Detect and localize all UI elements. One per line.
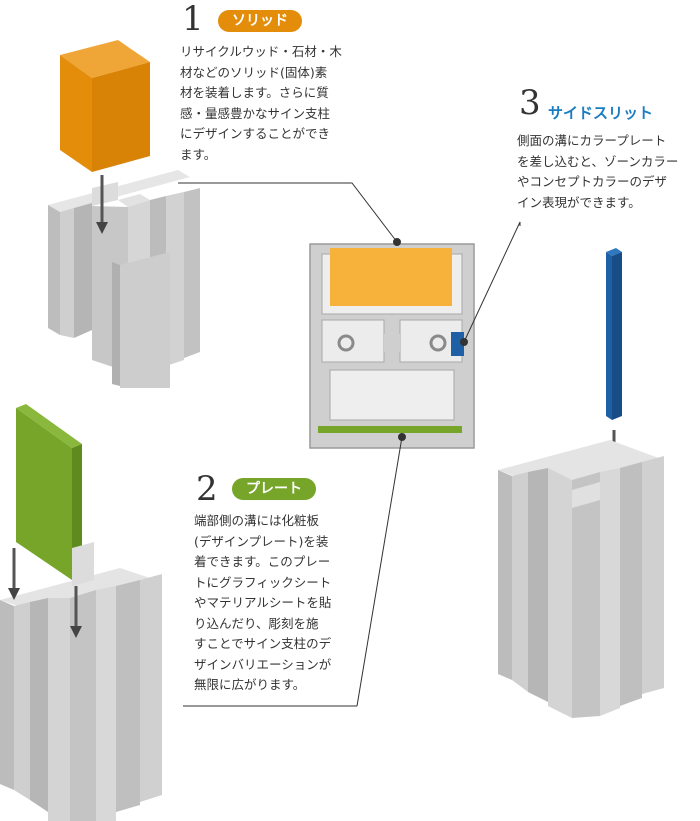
section-2-badge: プレート <box>232 478 316 500</box>
section-2-description: 端部側の溝には化粧板 (デザインプレート)を装 着できます。このプレー トにグラ… <box>194 513 332 692</box>
section-3-title: サイドスリット <box>548 104 654 122</box>
post-solid-illustration <box>48 170 200 388</box>
section-2-number: 2 <box>196 469 218 509</box>
section-3-number: 3 <box>519 83 541 123</box>
profile-cross-section <box>309 243 475 449</box>
section-1-description: リサイクルウッド・石材・木 材などのソリッド(固体)素 材を装着します。さらに質… <box>180 44 342 162</box>
color-slit-plate-illustration <box>606 248 622 476</box>
section-1-badge: ソリッド <box>218 10 302 32</box>
section-3-description: 側面の溝にカラープレート を差し込むと、ゾーンカラー やコンセプトカラーのデザ … <box>517 133 679 210</box>
leader-lines <box>178 182 521 707</box>
post-plate-illustration <box>0 542 162 821</box>
section-1-number: 1 <box>182 0 204 39</box>
side-slit-section <box>451 332 464 356</box>
solid-block-illustration <box>60 40 150 172</box>
solid-slot-section <box>330 248 452 306</box>
plate-slot-section <box>318 426 462 433</box>
post-side-slit-illustration <box>498 440 664 718</box>
